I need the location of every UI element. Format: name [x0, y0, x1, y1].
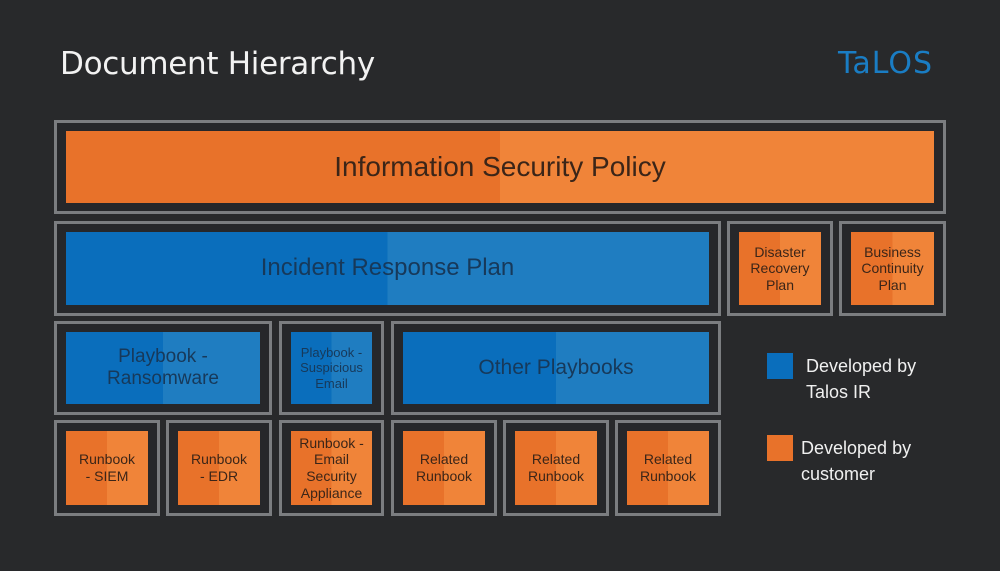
related-runbook: Related Runbook — [627, 431, 709, 505]
rb-edr-frame: Runbook - EDR — [166, 420, 272, 516]
diagram-title: Document Hierarchy — [60, 46, 375, 82]
legend-swatch-customer — [767, 435, 793, 461]
drp-frame: Disaster Recovery Plan — [727, 221, 833, 316]
runbook-email-security-appliance: Runbook - Email Security Appliance — [291, 431, 372, 505]
information-security-policy: Information Security Policy — [66, 131, 934, 203]
other-playbooks: Other Playbooks — [403, 332, 709, 404]
pb-email-frame: Playbook - Suspicious Email — [279, 321, 384, 415]
playbook-suspicious-email: Playbook - Suspicious Email — [291, 332, 372, 404]
legend-swatch-talos — [767, 353, 793, 379]
rb-email-frame: Runbook - Email Security Appliance — [279, 420, 384, 516]
rb-related3-frame: Related Runbook — [615, 420, 721, 516]
related-runbook: Related Runbook — [403, 431, 485, 505]
pb-ransomware-frame: Playbook - Ransomware — [54, 321, 272, 415]
bcp-frame: Business Continuity Plan — [839, 221, 946, 316]
runbook-siem: Runbook - SIEM — [66, 431, 148, 505]
runbook-edr: Runbook - EDR — [178, 431, 260, 505]
incident-response-plan: Incident Response Plan — [66, 232, 709, 305]
irp-frame: Incident Response Plan — [54, 221, 721, 316]
related-runbook: Related Runbook — [515, 431, 597, 505]
legend-label-talos: Developed by Talos IR — [806, 356, 917, 402]
disaster-recovery-plan: Disaster Recovery Plan — [739, 232, 821, 305]
rb-related2-frame: Related Runbook — [503, 420, 609, 516]
rb-related1-frame: Related Runbook — [391, 420, 497, 516]
rb-siem-frame: Runbook - SIEM — [54, 420, 160, 516]
pb-other-frame: Other Playbooks — [391, 321, 721, 415]
playbook-ransomware: Playbook - Ransomware — [66, 332, 260, 404]
isp-frame: Information Security Policy — [54, 120, 946, 214]
legend-label-customer: Developed by customer — [801, 438, 912, 484]
business-continuity-plan: Business Continuity Plan — [851, 232, 934, 305]
talos-logo: TaLOS — [838, 46, 934, 81]
